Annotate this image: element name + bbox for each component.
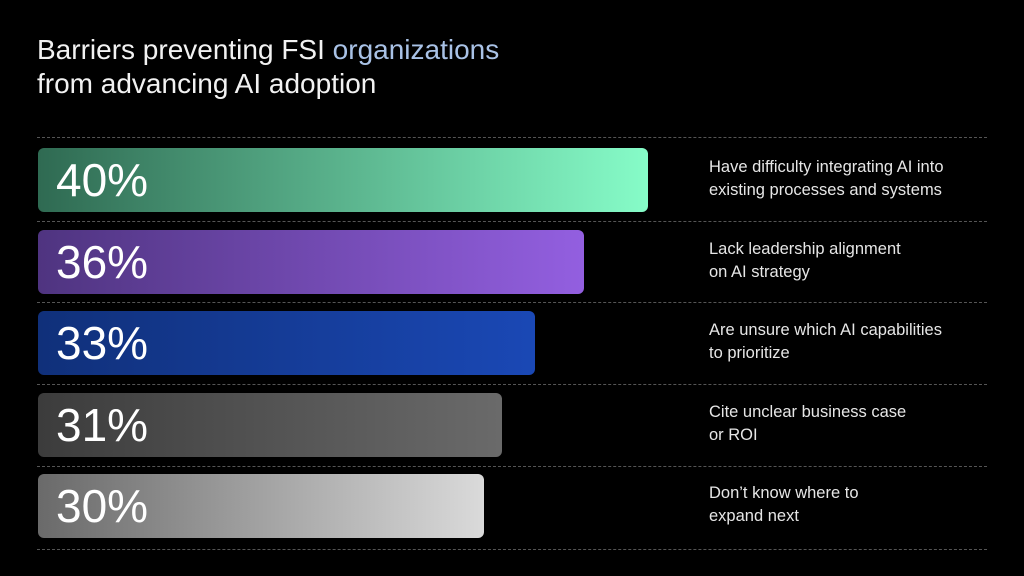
divider [37,384,987,385]
category-label-line: Don’t know where to [709,484,859,502]
bar [38,311,536,375]
bar [38,474,484,538]
category-label: Don’t know where to expand next [709,482,1009,528]
category-label: Are unsure which AI capabilities to prior… [709,319,1009,365]
chart-title: Barriers preventing FSI organizations fr… [37,33,499,101]
category-label-line: existing processes and systems [709,181,942,199]
divider [37,221,987,222]
category-label-line: expand next [709,507,799,525]
divider [37,466,987,467]
category-label-line: Have difficulty integrating AI into [709,158,944,176]
bar [38,393,502,457]
title-line2: from advancing AI adoption [37,68,377,99]
bar-value-label: 40% [56,154,149,206]
bar-value-label: 33% [56,317,149,369]
category-label-line: Are unsure which AI capabilities [709,321,942,339]
bar [38,230,584,294]
category-label: Have difficulty integrating AI into exist… [709,156,1009,202]
category-label-line: Cite unclear business case [709,403,907,421]
divider [37,549,987,550]
bar-value-label: 31% [56,399,149,451]
title-part1: Barriers preventing FSI [37,34,333,65]
category-label: Cite unclear business case or ROI [709,401,1009,447]
bar-value-label: 30% [56,480,149,532]
category-label-line: or ROI [709,426,758,444]
divider [37,302,987,303]
title-highlight: organizations [332,34,500,65]
category-label: Lack leadership alignment on AI strategy [709,238,1009,284]
category-label-line: on AI strategy [709,263,810,281]
divider [37,137,987,138]
bar-value-label: 36% [56,236,149,288]
category-label-line: Lack leadership alignment [709,240,901,258]
bar [38,148,648,212]
category-label-line: to prioritize [709,344,790,362]
